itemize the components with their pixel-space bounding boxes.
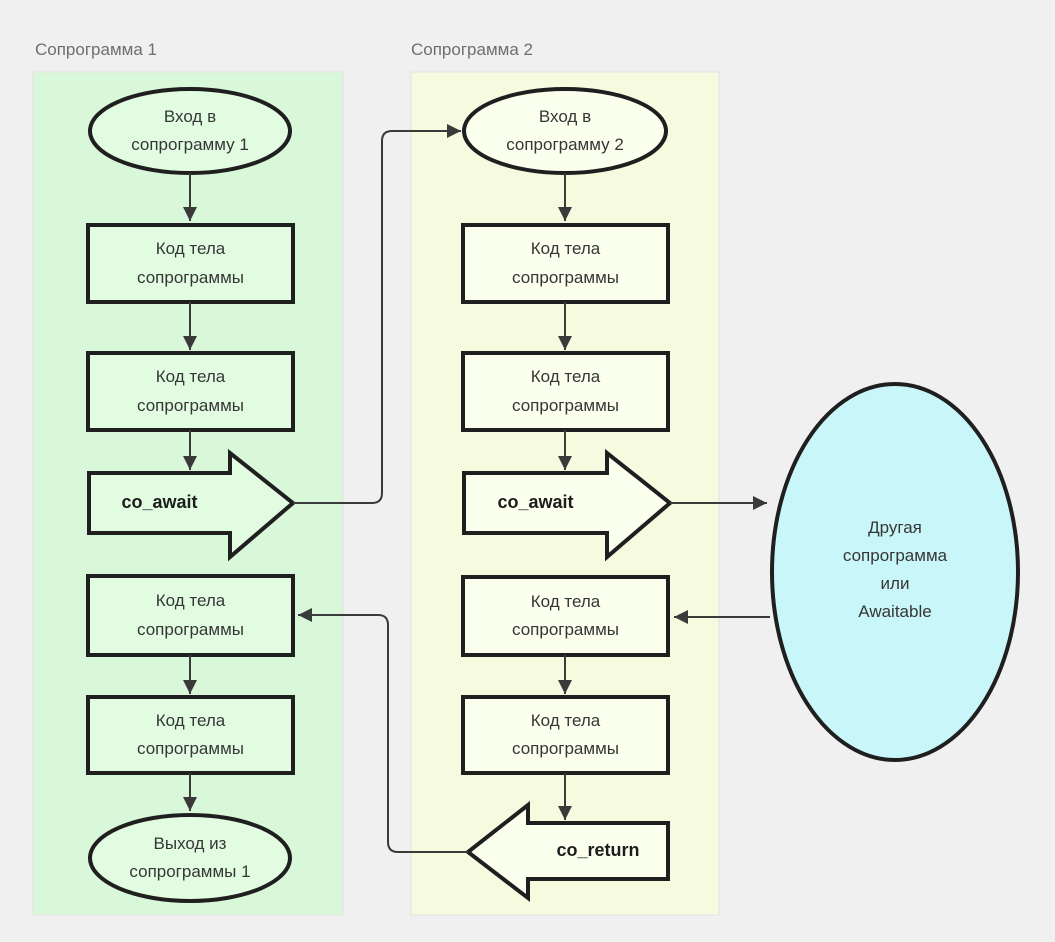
coroutine1-co-await-arrow-shape bbox=[87, 448, 297, 562]
coroutine1-body-box-2 bbox=[86, 351, 295, 432]
coroutine2-body-box-3 bbox=[461, 575, 670, 657]
coroutine2-body-box-1 bbox=[461, 223, 670, 304]
coroutine1-body-box-1 bbox=[86, 223, 295, 304]
awaitable-ellipse bbox=[770, 382, 1020, 762]
coroutine2-body-box-4 bbox=[461, 695, 670, 775]
coroutine1-entry-ellipse bbox=[88, 87, 292, 175]
coroutine1-exit-ellipse bbox=[88, 813, 292, 903]
coroutine1-panel-title: Сопрограмма 1 bbox=[35, 40, 157, 59]
connector-coawait1-to-coroutine2-entry bbox=[293, 124, 461, 504]
coroutine2-entry-ellipse bbox=[462, 87, 668, 175]
coroutine2-panel-title: Сопрограмма 2 bbox=[411, 40, 533, 59]
connector-coreturn-to-coroutine1-body bbox=[298, 608, 468, 853]
coroutine1-body-box-3 bbox=[86, 574, 295, 657]
coroutine2-body-box-2 bbox=[461, 351, 670, 432]
coroutine2-co-return-arrow-shape bbox=[464, 800, 670, 903]
coroutine2-co-await-arrow-shape bbox=[462, 448, 674, 562]
coroutine1-body-box-4 bbox=[86, 695, 295, 775]
